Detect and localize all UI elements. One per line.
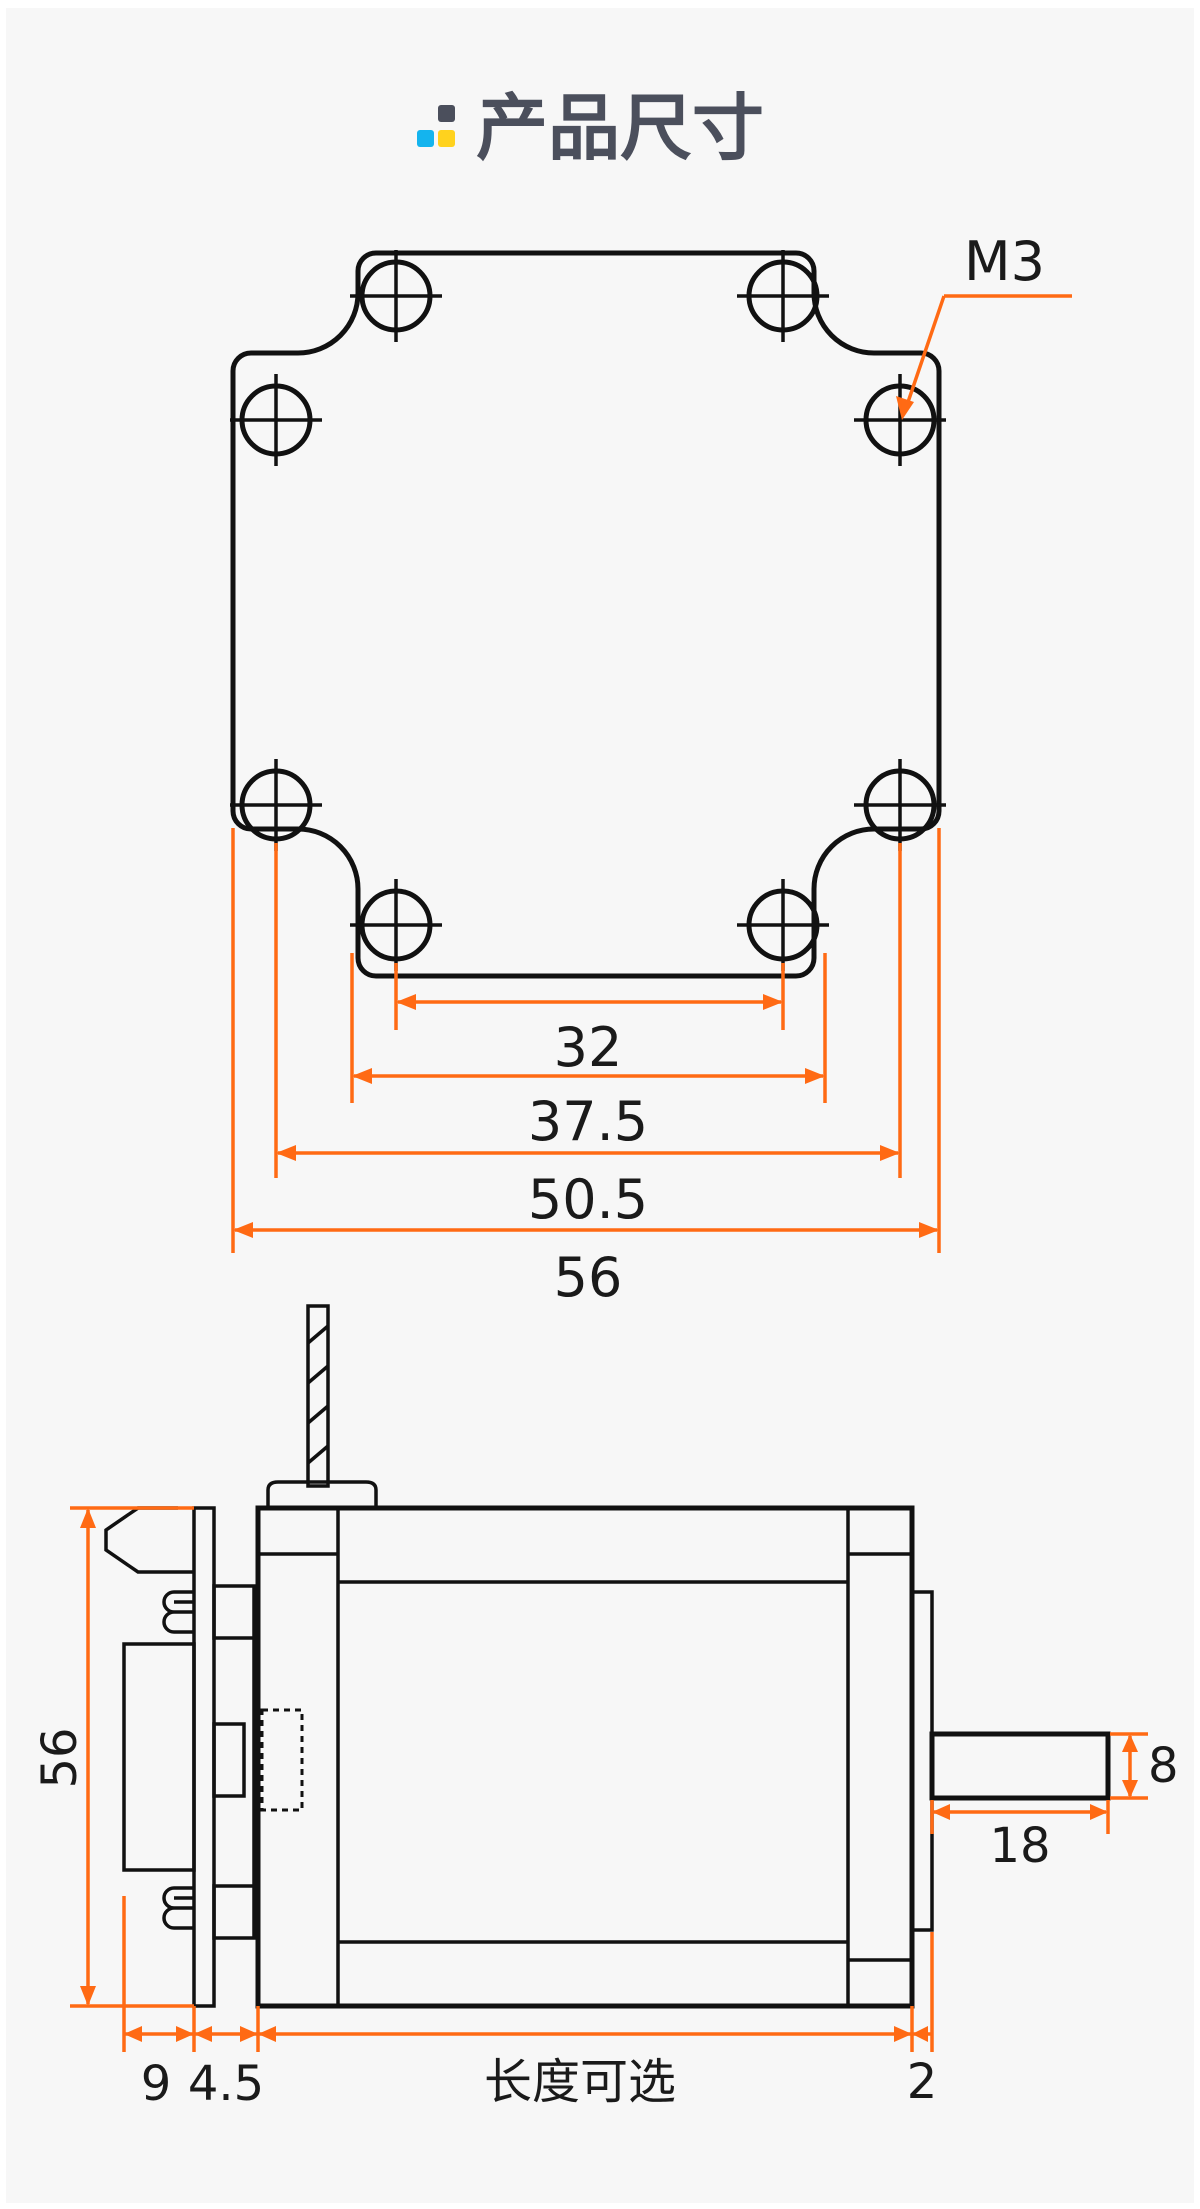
shaft-length-dimension xyxy=(930,1800,1110,1834)
dimension-56-label: 56 xyxy=(554,1246,623,1309)
shaft-diameter-label: 8 xyxy=(1148,1738,1179,1794)
motor-face-outline xyxy=(230,250,942,979)
dimension-50-5-label: 50.5 xyxy=(528,1168,648,1231)
m3-leader xyxy=(896,294,1072,420)
connector-depth-label: 9 xyxy=(141,2056,172,2112)
side-bottom-dimensions xyxy=(122,1896,934,2052)
motor-body xyxy=(255,1505,915,2009)
mounting-hole-bottom-left-inner xyxy=(350,879,442,971)
shaft-diameter-dimension xyxy=(1110,1732,1148,1800)
mounting-hole-top-left-outer xyxy=(230,374,322,466)
mounting-hole-top-left-inner xyxy=(350,250,442,342)
dimension-drawing: 产品尺寸 M3 xyxy=(32,86,1179,2112)
body-length-label: 长度可选 xyxy=(484,2054,676,2110)
dimension-37-5-label: 37.5 xyxy=(528,1090,648,1153)
dimension-line-56 xyxy=(233,1222,939,1238)
flange-gap-label: 4.5 xyxy=(188,2056,264,2112)
mounting-hole-bottom-left-outer xyxy=(230,759,322,851)
dimension-line-50-5 xyxy=(276,1145,900,1161)
shaft-length-label: 18 xyxy=(989,1818,1050,1874)
hole-label: M3 xyxy=(964,230,1045,293)
mounting-hole-top-right-inner xyxy=(737,250,829,342)
page-title: 产品尺寸 xyxy=(476,86,764,170)
dimension-32-label: 32 xyxy=(554,1016,623,1079)
dimension-line-32 xyxy=(396,994,783,1010)
side-height-label: 56 xyxy=(32,1727,88,1788)
side-height-dimension xyxy=(70,1506,194,2008)
shaft-offset-label: 2 xyxy=(907,2054,938,2110)
motor-cable xyxy=(266,1304,378,1506)
drawing-sheet: 产品尺寸 M3 xyxy=(6,8,1194,2203)
dimension-line-37-5 xyxy=(352,1068,825,1084)
mounting-hole-top-right-outer xyxy=(854,374,946,466)
front-extension-lines xyxy=(231,828,941,1253)
mounting-hole-bottom-right-inner xyxy=(737,879,829,971)
mounting-hole-bottom-right-outer xyxy=(854,759,946,851)
driver-board xyxy=(104,1506,256,2008)
logo-icon xyxy=(417,105,455,147)
motor-shaft xyxy=(910,1590,1111,1932)
